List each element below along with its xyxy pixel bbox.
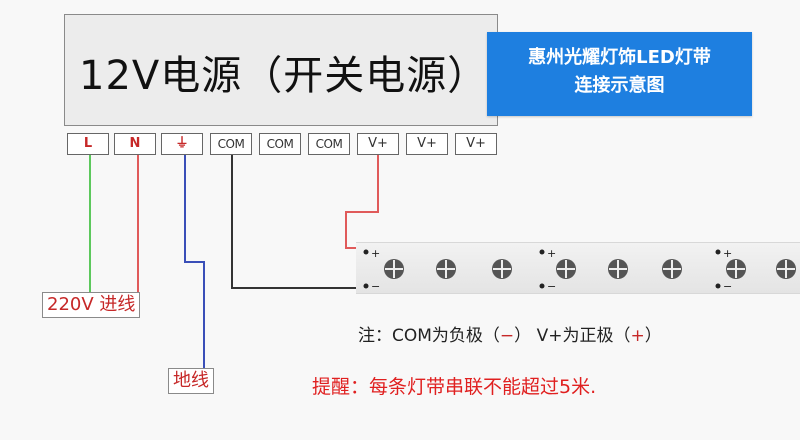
terminal-vplus-3: V+ (455, 133, 497, 155)
power-supply-title: 12V电源（开关电源） (79, 53, 489, 99)
terminal-ground: ⏚ (161, 133, 203, 155)
terminal-vplus-2: V+ (406, 133, 448, 155)
terminal-com-1: COM (210, 133, 252, 155)
solder-pad-minus-mark: − (723, 280, 732, 293)
vplus-wire (345, 155, 379, 249)
led-chip (726, 259, 746, 279)
ground-label: 地线 (168, 368, 214, 394)
led-chip (776, 259, 796, 279)
solder-pad-minus (539, 283, 545, 289)
note-suffix: ） (644, 326, 662, 346)
led-chip (608, 259, 628, 279)
solder-pad-plus-mark: + (723, 247, 732, 260)
input-220v-label: 220V 进线 (42, 292, 141, 318)
com-wire (231, 155, 360, 289)
banner-line-1: 惠州光耀灯饰LED灯带 (528, 47, 711, 68)
note-prefix: 注：COM为负极（ (358, 326, 500, 346)
note-negative-sign: − (499, 326, 515, 346)
title-banner: 惠州光耀灯饰LED灯带 连接示意图 (487, 32, 752, 116)
led-strip: + − + − + − (356, 242, 800, 294)
ground-wire (184, 155, 205, 368)
terminal-vplus-1: V+ (357, 133, 399, 155)
led-strip-graphic: + − + − + − (363, 247, 796, 293)
length-reminder: 提醒：每条灯带串联不能超过5米. (312, 376, 597, 398)
led-chip (556, 259, 576, 279)
power-supply-box: 12V电源（开关电源） (64, 14, 498, 126)
terminal-com-2: COM (259, 133, 301, 155)
banner-line-2: 连接示意图 (574, 75, 665, 96)
led-chip (662, 259, 682, 279)
terminal-l: L (67, 133, 109, 155)
terminal-n: N (114, 133, 156, 155)
note-positive-sign: + (630, 326, 645, 346)
solder-pad-plus (539, 249, 545, 255)
solder-pad-minus-mark: − (371, 280, 380, 293)
led-chip (436, 259, 456, 279)
solder-pad-plus (715, 249, 721, 255)
polarity-note: 注：COM为负极（−） V+为正极（+） (358, 321, 662, 346)
solder-pad-plus-mark: + (371, 247, 380, 260)
led-chip (492, 259, 512, 279)
led-chip (384, 259, 404, 279)
terminal-com-3: COM (308, 133, 350, 155)
solder-pad-minus (715, 283, 721, 289)
solder-pad-plus (363, 249, 369, 255)
solder-pad-plus-mark: + (547, 247, 556, 260)
solder-pad-minus (363, 283, 369, 289)
note-middle: ） V+为正极（ (514, 326, 631, 346)
solder-pad-minus-mark: − (547, 280, 556, 293)
